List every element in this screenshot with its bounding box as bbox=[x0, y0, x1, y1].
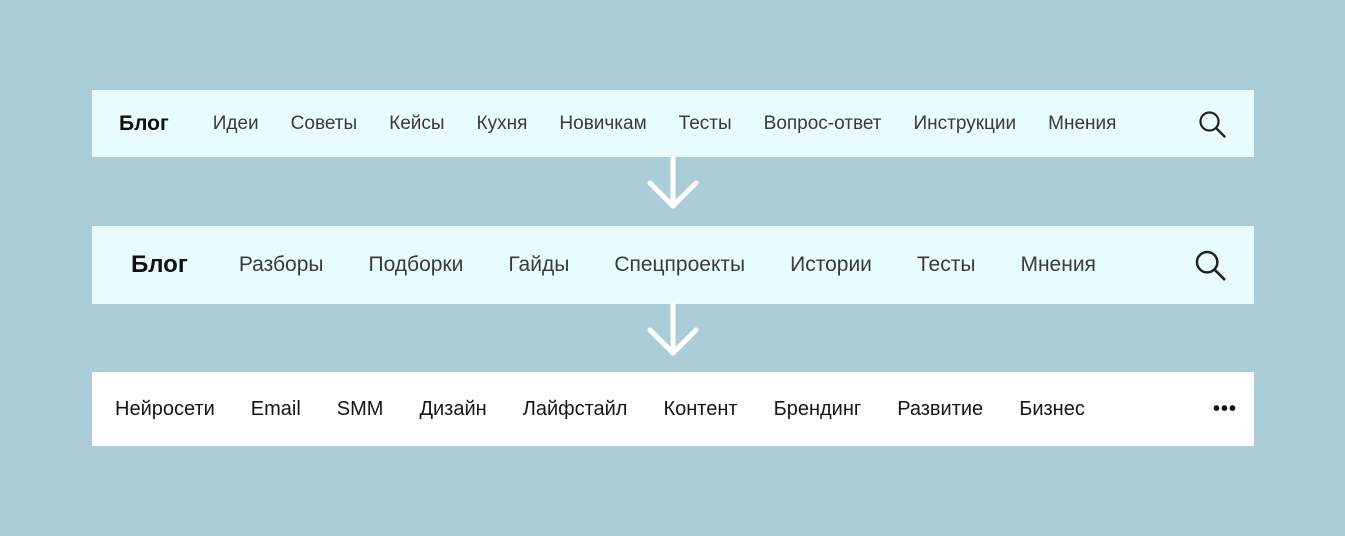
nav-item-beginners[interactable]: Новичкам bbox=[559, 112, 647, 134]
nav-item-ideas[interactable]: Идеи bbox=[212, 112, 259, 134]
nav-item-special-projects[interactable]: Спецпроекты bbox=[614, 253, 746, 276]
nav-item-instructions[interactable]: Инструкции bbox=[913, 112, 1017, 134]
nav-item-opinions[interactable]: Мнения bbox=[1020, 253, 1096, 276]
nav-item-guides[interactable]: Гайды bbox=[508, 253, 570, 276]
nav-logo[interactable]: Блог bbox=[119, 111, 169, 135]
nav-item-kitchen[interactable]: Кухня bbox=[476, 112, 528, 134]
nav-logo[interactable]: Блог bbox=[131, 251, 188, 278]
more-menu-button[interactable]: ••• bbox=[1212, 397, 1237, 420]
nav-item-tests[interactable]: Тесты bbox=[916, 253, 976, 276]
nav-item-neural-networks[interactable]: Нейросети bbox=[115, 397, 215, 420]
nav-item-tips[interactable]: Советы bbox=[290, 112, 358, 134]
nav-item-branding[interactable]: Брендинг bbox=[773, 397, 862, 420]
arrow-down-icon bbox=[647, 303, 699, 356]
nav-item-tests[interactable]: Тесты bbox=[678, 112, 732, 134]
search-button[interactable] bbox=[1193, 248, 1227, 282]
search-icon bbox=[1199, 110, 1226, 138]
nav-item-stories[interactable]: Истории bbox=[790, 253, 872, 276]
nav-item-design[interactable]: Дизайн bbox=[419, 397, 487, 420]
nav-item-smm[interactable]: SMM bbox=[336, 397, 384, 420]
nav-item-email[interactable]: Email bbox=[250, 397, 301, 420]
nav-item-cases[interactable]: Кейсы bbox=[389, 112, 445, 134]
nav-bar-v1: Блог Идеи Советы Кейсы Кухня Новичкам Те… bbox=[92, 90, 1254, 157]
arrow-down-icon bbox=[647, 156, 699, 209]
search-button[interactable] bbox=[1197, 109, 1227, 139]
nav-item-development[interactable]: Развитие bbox=[897, 397, 984, 420]
nav-item-qa[interactable]: Вопрос-ответ bbox=[763, 112, 882, 134]
nav-bar-v2: Блог Разборы Подборки Гайды Спецпроекты … bbox=[92, 226, 1254, 304]
nav-item-collections[interactable]: Подборки bbox=[368, 253, 464, 276]
nav-item-business[interactable]: Бизнес bbox=[1019, 397, 1085, 420]
nav-item-opinions[interactable]: Мнения bbox=[1048, 112, 1117, 134]
nav-bar-v3: Нейросети Email SMM Дизайн Лайфстайл Кон… bbox=[92, 372, 1254, 446]
nav-item-reviews[interactable]: Разборы bbox=[238, 253, 324, 276]
search-icon bbox=[1195, 250, 1226, 281]
nav-item-content[interactable]: Контент bbox=[663, 397, 738, 420]
nav-item-lifestyle[interactable]: Лайфстайл bbox=[522, 397, 628, 420]
